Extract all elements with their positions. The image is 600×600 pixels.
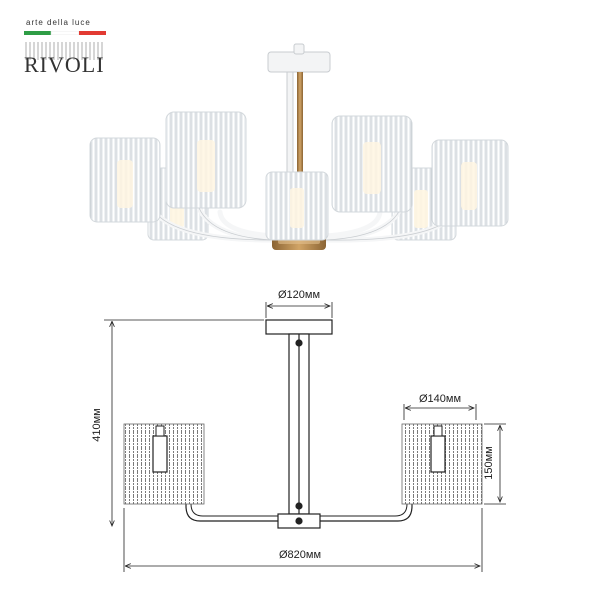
- drawing-canopy: [265, 319, 333, 335]
- lamp-shade-left-inner: [165, 111, 247, 209]
- drawing-stem: [288, 333, 310, 515]
- lamp-shade-right-outer: [431, 139, 509, 227]
- brand-tagline: arte della luce: [26, 18, 91, 27]
- dim-line-total: [123, 508, 483, 572]
- logo-stripes-icon: [25, 42, 103, 60]
- drawing-left-shade: [123, 423, 205, 505]
- dim-total-diameter: Ø820мм: [279, 549, 321, 561]
- dim-line-base: [265, 302, 333, 318]
- dim-shade-height: 150мм: [483, 446, 495, 479]
- lamp-shade-right-inner: [331, 115, 413, 213]
- drawing-hub: [277, 513, 321, 529]
- drawing-left-arm: [162, 429, 278, 522]
- dim-base-diameter: Ø120мм: [278, 289, 320, 301]
- dim-shade-diameter: Ø140мм: [419, 393, 461, 405]
- dim-line-height: [104, 319, 264, 526]
- lamp-shade-left-outer: [89, 137, 161, 223]
- brand-name: RIVOLI: [24, 52, 105, 77]
- drawing-right-arm: [320, 429, 436, 522]
- brand-logo: arte della luce RIVOLI: [22, 18, 112, 78]
- dim-height: 410мм: [91, 408, 103, 441]
- ceiling-canopy: [267, 43, 331, 73]
- chandelier-photo: [89, 43, 509, 250]
- dim-line-shade-height: [484, 423, 506, 505]
- drawing-right-shade: [401, 423, 483, 505]
- italian-flag-stripe: [24, 31, 106, 35]
- dim-line-shade: [403, 404, 477, 420]
- lamp-shade-center: [265, 171, 329, 241]
